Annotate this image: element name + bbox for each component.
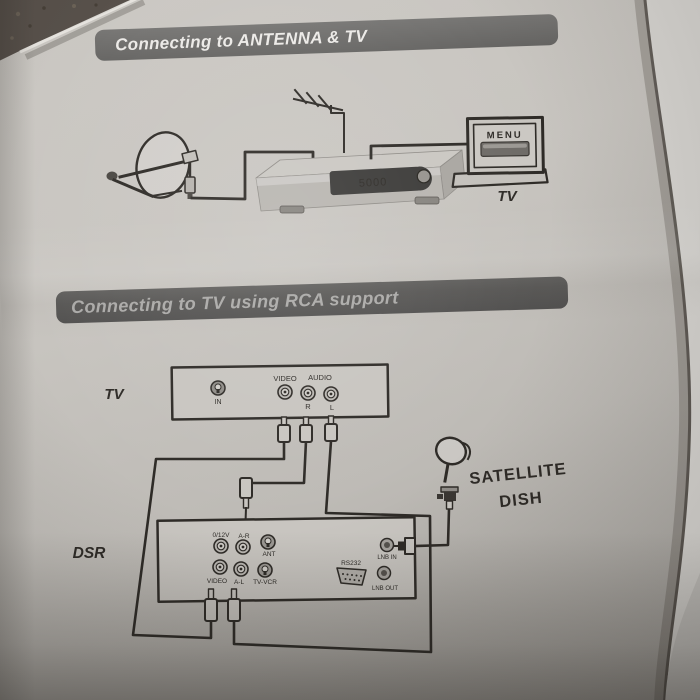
rs232-port: RS232 — [336, 560, 367, 586]
dsr-012v-label: 0/12V — [213, 532, 231, 539]
dsr-ar-jack — [235, 539, 251, 555]
tv-video-label: VIDEO — [273, 374, 297, 383]
f-connector-lnb-in — [393, 537, 416, 555]
rca-plugs-dsr-side — [204, 588, 241, 622]
dsr-ant-label: ANT — [263, 551, 276, 558]
tv-audio-label: AUDIO — [308, 373, 332, 382]
dsr-ar-label: A-R — [238, 533, 250, 540]
lnb-head — [181, 149, 199, 165]
receiver-icon: 5000 — [255, 149, 466, 214]
tv-audio-r-label: R — [305, 402, 311, 411]
wire-dish-to-receiver — [190, 150, 315, 201]
dsr-012v-jack — [213, 538, 229, 554]
lnb-in-label: LNB IN — [377, 555, 396, 561]
dsr-al-jack — [233, 561, 249, 577]
receiver-front-display: 5000 — [329, 166, 432, 196]
satellite-dish-small-icon — [434, 436, 472, 510]
satellite-dish-large-icon — [106, 131, 199, 199]
dsr-caption: DSR — [73, 545, 107, 562]
adjacent-page-edge — [634, 0, 700, 700]
wire-receiver-to-tv — [369, 142, 470, 160]
receiver-foot — [279, 205, 305, 214]
f-connector-dish — [437, 486, 459, 510]
dsr-video-jack — [212, 559, 228, 575]
wire-audio-l — [232, 439, 433, 654]
receiver-foot — [414, 196, 440, 205]
receiver-knob — [416, 169, 431, 184]
tv-in-label: IN — [215, 399, 222, 406]
dsr-lnb-in-jack: LNB IN — [377, 537, 397, 561]
section-header-rca-support-text: Connecting to TV using RCA support — [70, 287, 399, 318]
satellite-dish-caption-line1: SATELLITE — [469, 460, 568, 488]
dsr-lnb-out-jack: LNB OUT — [372, 565, 398, 592]
wire-audio-r — [244, 439, 308, 500]
tv-audio-l-jack — [323, 386, 339, 402]
dish-wall-mount — [106, 171, 118, 181]
dsr-tvvcr-jack — [257, 562, 273, 578]
tv-icon: MENU — [451, 115, 549, 189]
lnb-out-label: LNB OUT — [372, 586, 398, 592]
tv-caption-1: TV — [497, 188, 518, 205]
tv-rear-panel: IN VIDEO AUDIO — [170, 363, 390, 421]
tv-audio-l-label: L — [330, 403, 334, 412]
dsr-video-label: VIDEO — [207, 578, 227, 585]
wire-dish-to-lnb-in — [413, 507, 451, 548]
dsr-al-label: A-L — [234, 579, 245, 586]
tv-rf-in-jack: IN — [210, 380, 226, 406]
section-header-antenna-tv-text: Connecting to ANTENNA & TV — [114, 26, 368, 55]
rca-plugs-tv-side — [277, 415, 338, 443]
tv-caption-2: TV — [104, 386, 125, 403]
tv-screen-menu-text: MENU — [487, 130, 523, 142]
dsr-ant-jack: ANT — [260, 534, 276, 558]
dsr-rear-panel: 0/12V A-R ANT — [156, 515, 417, 604]
rs232-label: RS232 — [341, 560, 361, 567]
receiver-display-text: 5000 — [359, 176, 388, 189]
table-surface-corner — [0, 0, 146, 61]
antenna-icon — [292, 88, 345, 153]
satellite-dish-caption-line2: DISH — [498, 489, 543, 511]
tv-audio-r-jack — [300, 385, 316, 401]
wire-video — [131, 439, 286, 640]
tv-video-jack — [277, 384, 293, 400]
dsr-tvvcr-label: TV-VCR — [253, 579, 277, 586]
wire-antenna-to-receiver — [330, 105, 345, 153]
